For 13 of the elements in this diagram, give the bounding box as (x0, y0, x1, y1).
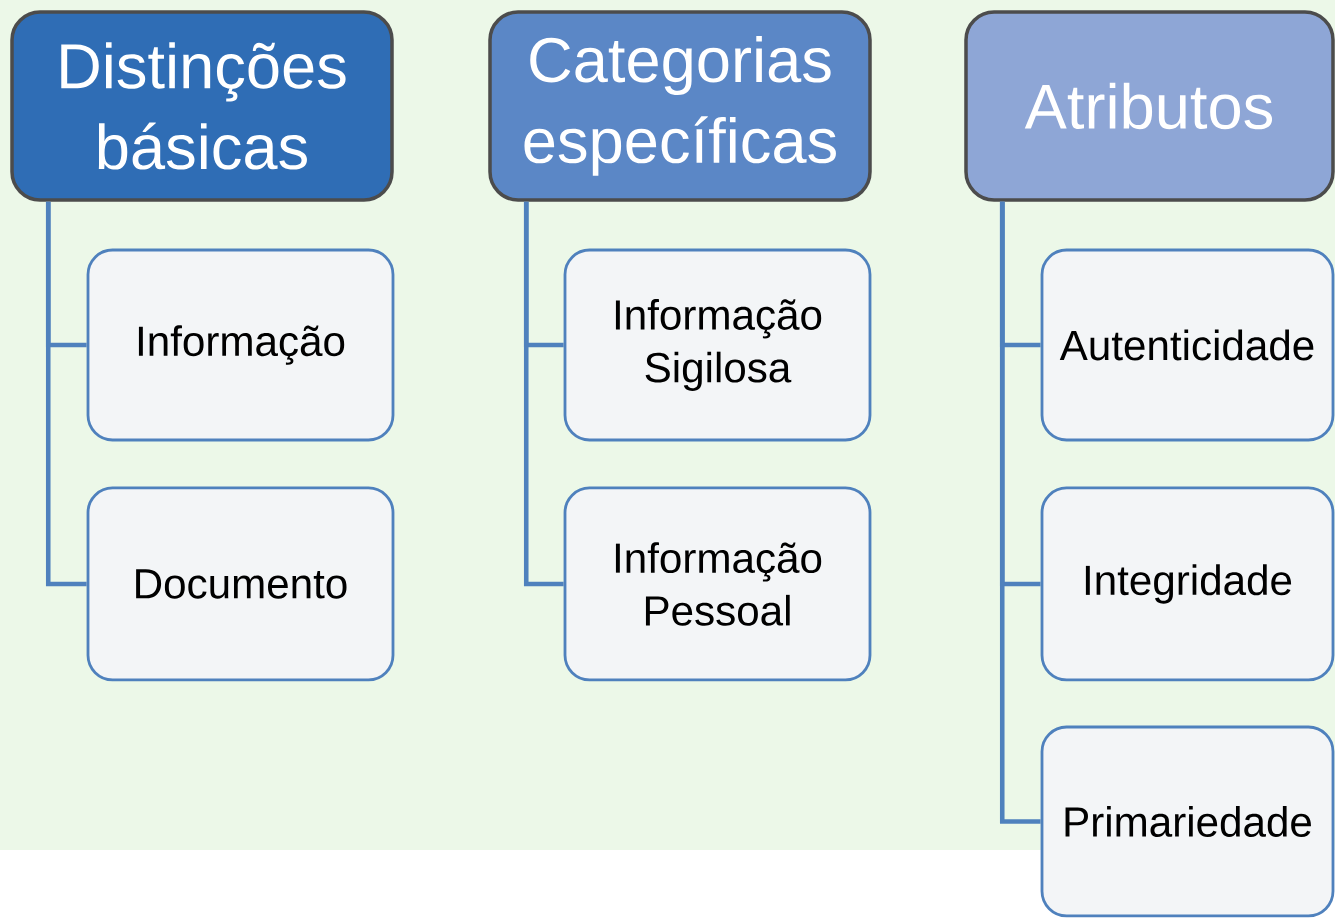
header-box: Distinções básicas (10, 10, 394, 202)
item-box: Autenticidade (1040, 248, 1335, 442)
header-box: Categorias específicas (488, 10, 872, 202)
item-box: Primariedade (1040, 725, 1335, 918)
header-box: Atributos (964, 10, 1335, 202)
connector-line (523, 201, 564, 587)
item-box: Integridade (1040, 486, 1335, 682)
item-box: Informação Pessoal (563, 486, 872, 682)
connector-line (999, 201, 1041, 824)
item-box: Documento (86, 486, 395, 682)
item-box: Informação Sigilosa (563, 248, 872, 442)
connector-line (45, 201, 87, 587)
item-box: Informação (86, 248, 395, 442)
